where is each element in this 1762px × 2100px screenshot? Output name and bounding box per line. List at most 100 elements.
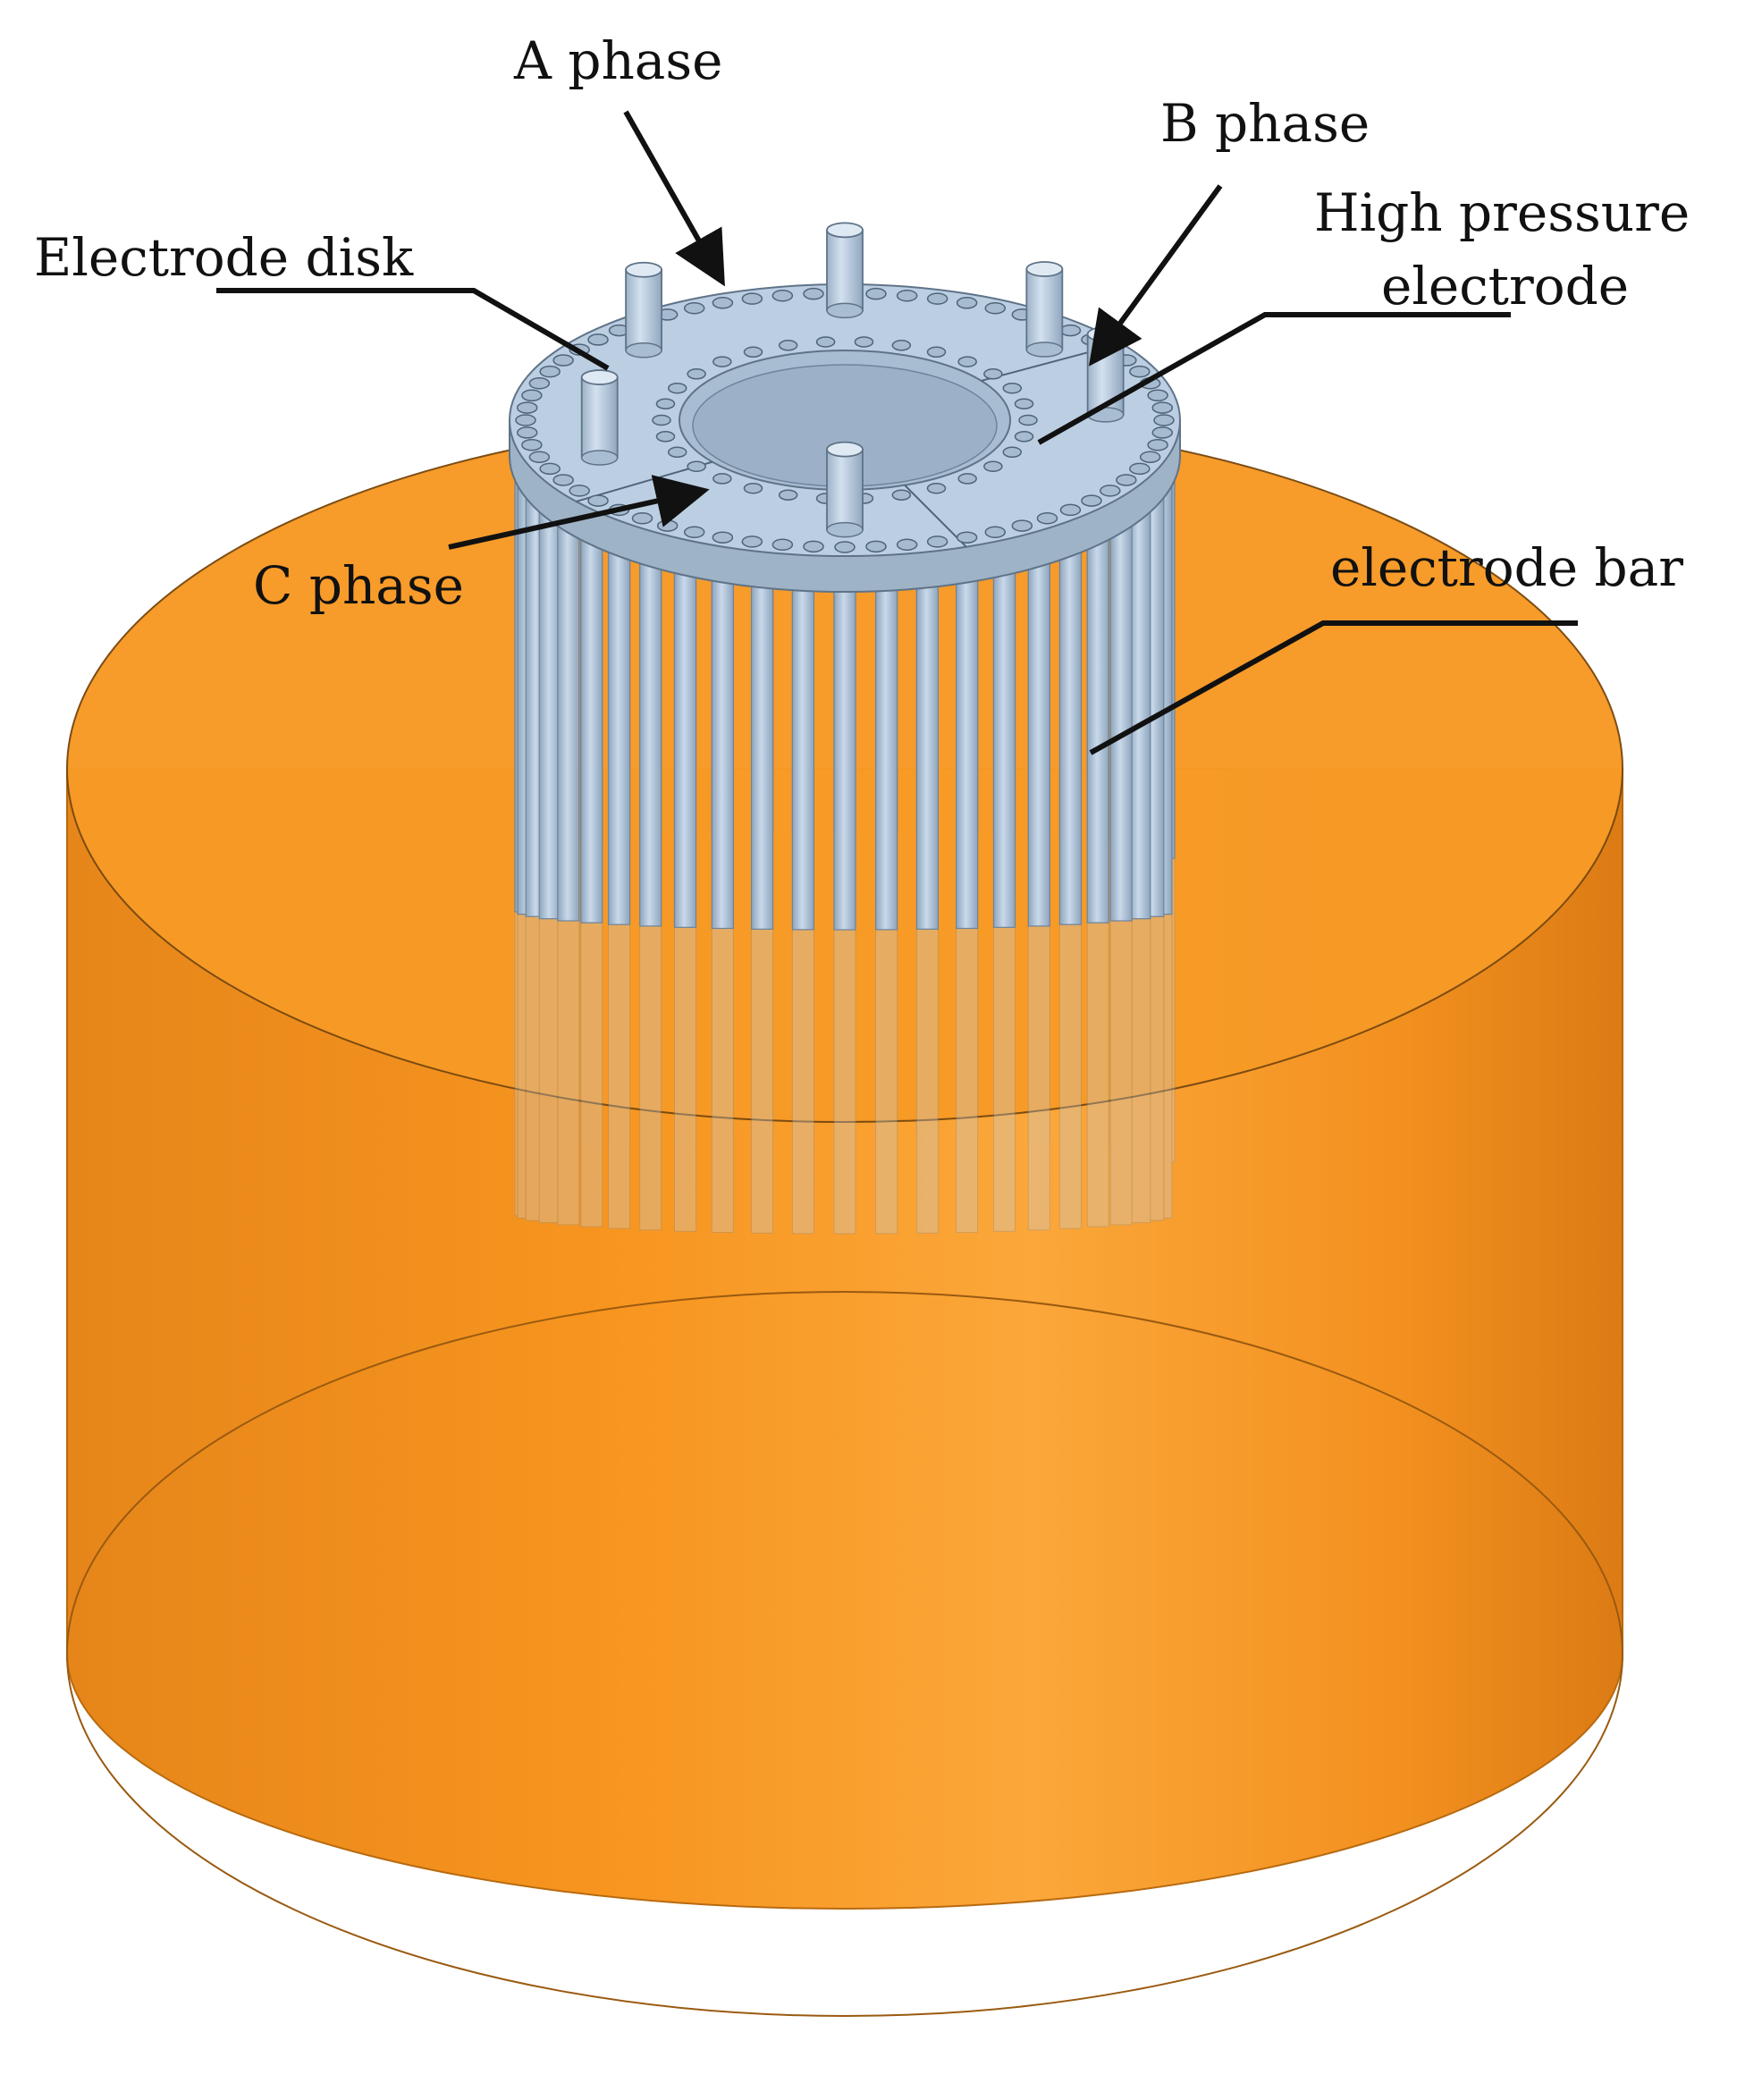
disk-hole [655, 398, 676, 409]
disk-hole [528, 377, 551, 390]
b-phase-arrow [1088, 184, 1223, 367]
disk-hole [521, 438, 543, 451]
disk-hole [1014, 398, 1034, 409]
disk-hole [926, 292, 948, 305]
disk-hole [515, 414, 536, 426]
disk-hole [854, 336, 874, 348]
disk-hole [1081, 494, 1102, 507]
disk-hole [1100, 485, 1121, 497]
disk-hole [712, 297, 734, 309]
disk-hole [1151, 401, 1174, 414]
disk-hole [552, 354, 574, 367]
electrode-bar [791, 583, 815, 931]
disk-hole [683, 526, 705, 538]
disk-hole [687, 368, 706, 380]
submerged-electrode-bar [833, 929, 856, 1235]
phase-rod [625, 268, 662, 351]
disk-hole [552, 474, 574, 486]
electrode-bar [956, 574, 979, 930]
disk-hole [771, 289, 794, 302]
disk-hole [1036, 512, 1058, 525]
disk-hole [957, 356, 977, 367]
disk-hole [1002, 446, 1023, 459]
disk-hole [771, 538, 794, 552]
disk-hole [656, 519, 679, 532]
disk-hole [778, 340, 798, 351]
disk-hole [712, 473, 732, 485]
electrode-bar [751, 579, 774, 930]
disk-hole [926, 482, 947, 494]
label-c-phase: C phase [253, 555, 464, 616]
disk-hole [667, 382, 687, 394]
disk-hole [1011, 519, 1033, 532]
electrode-bar [874, 583, 898, 931]
disk-hole [956, 297, 978, 309]
label-b-phase: B phase [1160, 93, 1370, 154]
phase-rod-base [1025, 342, 1064, 358]
disk-hole [712, 531, 734, 544]
disk-hole [539, 462, 561, 476]
submerged-electrode-bar [1058, 923, 1082, 1229]
electrode-bar [1058, 546, 1083, 925]
disk-hole [1002, 382, 1023, 394]
labels: A phase B phase Electrode disk High pres… [34, 30, 1690, 616]
label-a-phase: A phase [513, 30, 722, 91]
submerged-electrode-bar [1027, 925, 1050, 1231]
disk-hole [1147, 438, 1168, 451]
disk-hole [815, 336, 836, 348]
high-pressure-leader [1037, 312, 1511, 445]
phase-rod [826, 229, 864, 312]
label-electrode-bar: electrode bar [1330, 537, 1683, 598]
water-tank-cylinder [66, 415, 1623, 2017]
disk-hole [516, 426, 538, 439]
disk-hole [896, 538, 918, 552]
disk-hole [667, 446, 687, 459]
disk-hole [655, 431, 676, 443]
submerged-electrode-bar [1109, 920, 1133, 1226]
submerged-electrode-bar [608, 923, 631, 1229]
electrode-bar [673, 567, 697, 928]
disk-hole [983, 460, 1003, 472]
callout-lines [216, 110, 1578, 755]
submerged-electrode-bar [1142, 915, 1165, 1221]
disk-hole [712, 356, 732, 367]
disk-hole [1129, 462, 1151, 476]
disk-hole [803, 540, 824, 553]
electrode-bar [1027, 557, 1050, 927]
submerged-electrode-bar [525, 915, 548, 1221]
disk-hole [926, 536, 948, 548]
disk-hole [521, 389, 543, 402]
disk-hole [569, 485, 590, 497]
phase-rod-top [580, 369, 619, 385]
electrode-bar [1109, 519, 1133, 922]
disk-hole [743, 482, 763, 494]
disk-hole [983, 368, 1003, 380]
electrode-bar [711, 574, 734, 930]
a-phase-arrow [623, 110, 725, 287]
disk-hole [587, 333, 609, 346]
disk-hole [528, 451, 551, 463]
submerged-electrode-bar [791, 929, 814, 1235]
electrode-bar-leader [1089, 620, 1578, 755]
disk-hole [683, 302, 705, 315]
phase-rod-top [625, 261, 662, 278]
phase-rod-base [625, 342, 662, 358]
disk-hole [1059, 324, 1082, 337]
disk-hole [741, 536, 763, 548]
disk-hole [652, 414, 671, 426]
disk-hole [631, 512, 653, 525]
phase-rod-top [826, 222, 864, 239]
disk-hole [834, 541, 856, 553]
disk-hole [865, 287, 887, 300]
disk-hole [1147, 389, 1168, 402]
disk-hole [891, 489, 912, 501]
disk-hole [984, 302, 1007, 315]
electrode-bar [607, 546, 631, 925]
disk-hole [926, 346, 947, 358]
label-high-pressure-2: electrode [1381, 256, 1629, 316]
disk-hole [587, 494, 609, 507]
electrode-disk-leader [216, 288, 610, 371]
disk-hole [778, 489, 798, 501]
